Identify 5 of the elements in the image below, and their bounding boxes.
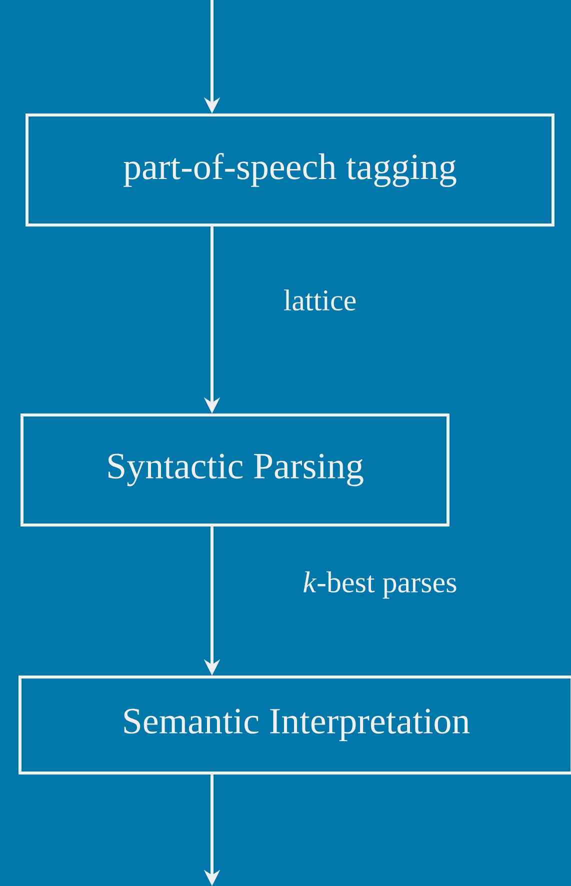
edge-label: k-best parses: [304, 571, 456, 599]
edge-label: lattice: [284, 289, 356, 311]
process-box: Semantic Interpretation: [18, 676, 571, 774]
process-box: Syntactic Parsing: [20, 414, 450, 526]
process-box: part-of-speech tagging: [26, 114, 554, 226]
